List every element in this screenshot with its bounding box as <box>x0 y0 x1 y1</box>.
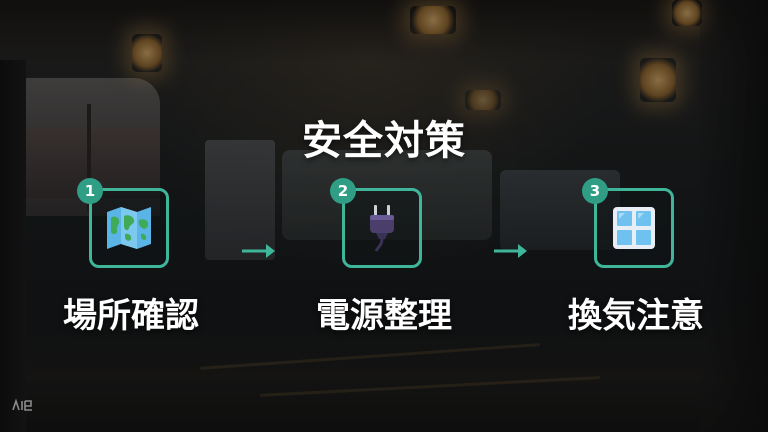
step-location-check: 1 場所確認 <box>47 178 215 344</box>
step-number-badge: 2 <box>330 178 356 204</box>
map-icon <box>107 207 151 249</box>
slide-title: 安全対策 <box>302 118 466 164</box>
step-icon-box <box>89 188 169 268</box>
step-label: 電源整理 <box>316 296 452 336</box>
step-icon-box <box>342 188 422 268</box>
step-number-badge: 3 <box>582 178 608 204</box>
pillar-left <box>0 60 26 432</box>
step-number-badge: 1 <box>77 178 103 204</box>
utility-pole <box>87 104 91 212</box>
arrow-right-icon <box>242 244 275 258</box>
lantern-light <box>465 90 501 110</box>
lantern-light <box>640 58 676 102</box>
lantern-light <box>672 0 702 26</box>
arrow-right-icon <box>494 244 527 258</box>
step-ventilation-caution: 3 換気注意 <box>552 178 720 344</box>
step-power-organize: 2 電源整理 <box>300 178 468 344</box>
step-icon-box <box>594 188 674 268</box>
power-plug-icon <box>370 205 394 252</box>
window-icon <box>613 207 655 249</box>
floor <box>0 300 768 432</box>
ceiling <box>0 0 768 62</box>
lantern-light <box>132 34 162 72</box>
step-label: 場所確認 <box>63 296 199 336</box>
logo-watermark <box>12 398 32 411</box>
lantern-light <box>410 6 456 34</box>
pillar-right <box>700 0 768 432</box>
window-center-left <box>205 140 275 260</box>
step-label: 換気注意 <box>568 296 704 336</box>
